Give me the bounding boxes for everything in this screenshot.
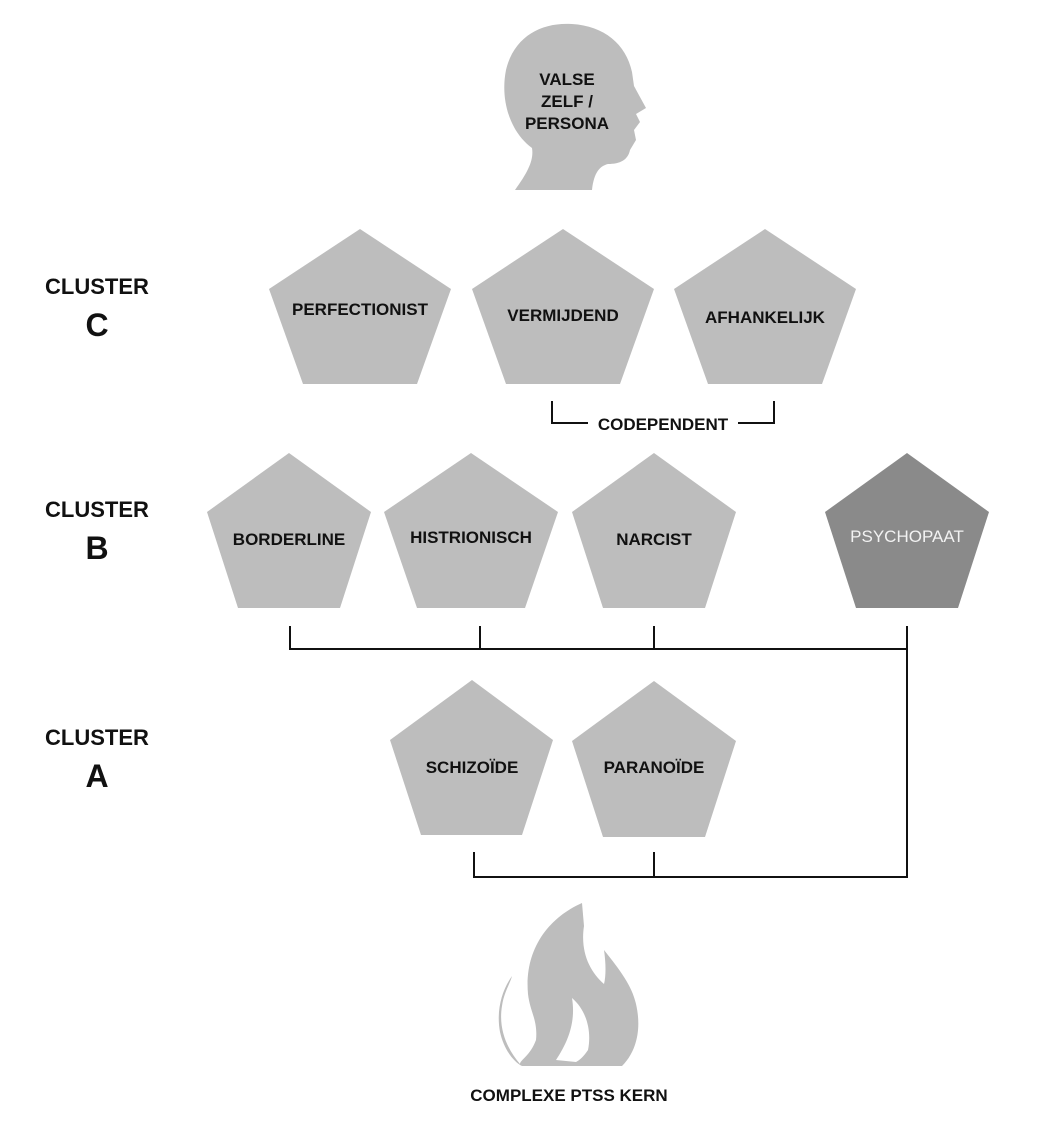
- pentagon-narcist: [572, 453, 736, 608]
- cluster-a-shapes: SCHIZOÏDE PARANOÏDE: [390, 680, 736, 837]
- head-label-line-1: VALSE: [539, 70, 594, 89]
- cluster-c-shapes: PERFECTIONIST VERMIJDEND AFHANKELIJK: [269, 229, 856, 384]
- codependent-bracket-left: [551, 401, 588, 424]
- histrionisch-label: HISTRIONISCH: [410, 528, 532, 547]
- cluster-a-label: CLUSTER A: [45, 725, 149, 794]
- pentagon-perfectionist: [269, 229, 451, 384]
- codependent-bracket-right: [738, 401, 775, 424]
- paranoide-label: PARANOÏDE: [604, 758, 705, 777]
- cluster-b-word: CLUSTER: [45, 497, 149, 522]
- cluster-c-label: CLUSTER C: [45, 274, 149, 343]
- pentagon-paranoide: [572, 681, 736, 837]
- psychopaat-label: PSYCHOPAAT: [850, 527, 964, 546]
- cluster-a-connector: [473, 852, 908, 878]
- pentagon-afhankelijk: [674, 229, 856, 384]
- perfectionist-label: PERFECTIONIST: [292, 300, 429, 319]
- schizoide-label: SCHIZOÏDE: [426, 758, 519, 777]
- head-label-line-3: PERSONA: [525, 114, 609, 133]
- core-label: COMPLEXE PTSS KERN: [470, 1086, 667, 1105]
- pentagon-borderline: [207, 453, 371, 608]
- afhankelijk-label: AFHANKELIJK: [705, 308, 826, 327]
- head-silhouette: [504, 23, 646, 190]
- cluster-a-letter: A: [85, 758, 108, 794]
- flame-icon: [498, 903, 639, 1066]
- borderline-label: BORDERLINE: [233, 530, 345, 549]
- cluster-a-word: CLUSTER: [45, 725, 149, 750]
- cluster-b-shapes: BORDERLINE HISTRIONISCH NARCIST PSYCHOPA…: [207, 453, 989, 608]
- vermijdend-label: VERMIJDEND: [507, 306, 618, 325]
- cluster-b-letter: B: [85, 530, 108, 566]
- narcist-label: NARCIST: [616, 530, 692, 549]
- codependent-bracket: CODEPENDENT: [551, 401, 775, 434]
- cluster-b-label: CLUSTER B: [45, 497, 149, 566]
- pentagon-schizoide: [390, 680, 553, 835]
- pentagon-vermijdend: [472, 229, 654, 384]
- head-label-line-2: ZELF /: [541, 92, 593, 111]
- cluster-c-letter: C: [85, 307, 108, 343]
- pentagon-psychopaat: [825, 453, 989, 608]
- head-silhouette-group: VALSE ZELF / PERSONA: [504, 23, 646, 190]
- cluster-c-word: CLUSTER: [45, 274, 149, 299]
- pentagon-histrionisch: [384, 453, 558, 608]
- cluster-b-connector: [289, 626, 908, 877]
- flame-group: COMPLEXE PTSS KERN: [470, 903, 668, 1105]
- codependent-label: CODEPENDENT: [598, 415, 729, 434]
